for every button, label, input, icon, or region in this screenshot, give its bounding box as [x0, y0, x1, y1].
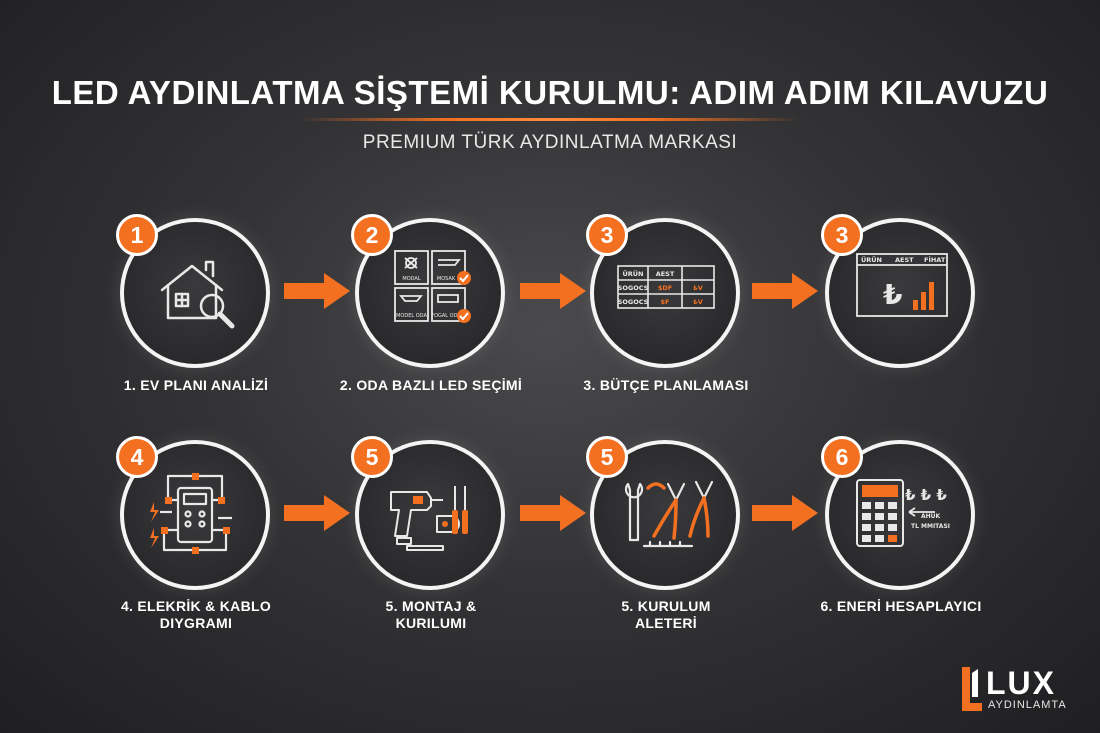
icon-text: ₺V [693, 284, 703, 292]
step-badge: 6 [821, 436, 863, 478]
drill-tools-icon [390, 486, 468, 551]
hand-tools-icon [624, 480, 714, 548]
arrow-right-icon [752, 273, 818, 309]
logo-brand: LUX [986, 665, 1056, 701]
label-line: 4. ELEKRİK & KABLO [120, 598, 272, 614]
step-3b: ÜRÜN AEST FİHAT ₺ 3 [821, 214, 975, 368]
calculator-icon: ₺ ₺ ₺ AHUK TL MMITASI [856, 479, 950, 547]
step-4: 4 [116, 436, 270, 590]
step-badge: 3 [586, 214, 628, 256]
icon-text: MODEL ODA [396, 313, 427, 319]
step-5b-label: 5. KURULUM ALETERİ [566, 598, 766, 632]
icon-text: ÜRÜN [622, 269, 643, 278]
icon-text: $F [661, 298, 670, 306]
step-1-label: 1. EV PLANI ANALİZİ [123, 377, 269, 393]
label-line: 5. KURULUM [621, 598, 711, 614]
step-5: 5 [351, 436, 505, 590]
label-line: DIYGRAMI [159, 615, 233, 631]
step-badge: 3 [821, 214, 863, 256]
icon-text: $DF [658, 284, 672, 292]
label-line: 5. MONTAJ & [385, 598, 477, 614]
icon-text: AEST [656, 270, 675, 278]
arrow-right-icon [520, 273, 586, 309]
brand-logo: LUX AYDINLAMTA [958, 665, 1088, 715]
icon-text: TL MMITASI [911, 523, 950, 530]
step-6: ₺ ₺ ₺ AHUK TL MMITASI 6 [821, 436, 975, 590]
house-search-icon [160, 260, 235, 329]
icon-text: FİHAT [924, 255, 946, 264]
icon-text: FOGAL ODA [431, 313, 461, 319]
step-badge: 4 [116, 436, 158, 478]
icon-text: MOSAK [437, 276, 456, 282]
step-ring [590, 218, 740, 368]
logo-subtitle: AYDINLAMTA [988, 699, 1067, 711]
step-3: ÜRÜN AEST SOGOCS SOGOCS $DF $F ₺V ₺V 3 [586, 214, 740, 368]
arrow-right-icon [520, 495, 586, 531]
label-line: KURILUMI [395, 615, 467, 631]
budget-table-icon: ÜRÜN AEST SOGOCS SOGOCS $DF $F ₺V ₺V [617, 265, 715, 309]
room-selection-icon: MODAL MOSAK MODEL ODA FOGAL ODA [394, 250, 471, 323]
step-2-label: 2. ODA BAZLI LED SEÇİMİ [339, 377, 523, 393]
wiring-diagram-icon [150, 473, 232, 554]
step-2: MODAL MOSAK MODEL ODA FOGAL ODA 2 [351, 214, 505, 368]
step-6-label: 6. ENERİ HESAPLAYICI [820, 598, 982, 614]
icon-text: AHUK [921, 513, 941, 520]
step-badge: 2 [351, 214, 393, 256]
icon-text: MODAL [402, 276, 420, 282]
step-3-label: 3. BÜTÇE PLANLAMASI [583, 377, 749, 393]
arrow-right-icon [752, 495, 818, 531]
step-badge: 1 [116, 214, 158, 256]
title-underline [300, 118, 800, 121]
arrow-right-icon [284, 273, 350, 309]
icon-text: ₺V [693, 298, 703, 306]
icon-text: AEST [895, 256, 914, 264]
step-badge: 5 [586, 436, 628, 478]
icon-text: ÜRÜN [861, 255, 882, 264]
lux-l-logo-icon [962, 667, 982, 711]
icon-text: SOGOCS [618, 298, 649, 306]
label-line: ALETERİ [635, 615, 697, 631]
step-1: 1 [116, 214, 270, 368]
lira-icon: ₺ ₺ ₺ [905, 486, 947, 504]
step-5-label: 5. MONTAJ & KURILUMI [331, 598, 531, 632]
price-chart-icon: ÜRÜN AEST FİHAT ₺ [856, 253, 948, 317]
arrow-right-icon [284, 495, 350, 531]
step-4-label: 4. ELEKRİK & KABLO DIYGRAMI [96, 598, 296, 632]
step-5b: 5 [586, 436, 740, 590]
icon-text: SOGOCS [618, 284, 649, 292]
page-subtitle: PREMIUM TÜRK AYDINLATMA MARKASI [362, 132, 738, 153]
step-badge: 5 [351, 436, 393, 478]
lira-icon: ₺ [883, 278, 902, 311]
page-title: LED AYDINLATMA SİŞTEMİ KURULMU: ADIM ADI… [51, 74, 1049, 111]
